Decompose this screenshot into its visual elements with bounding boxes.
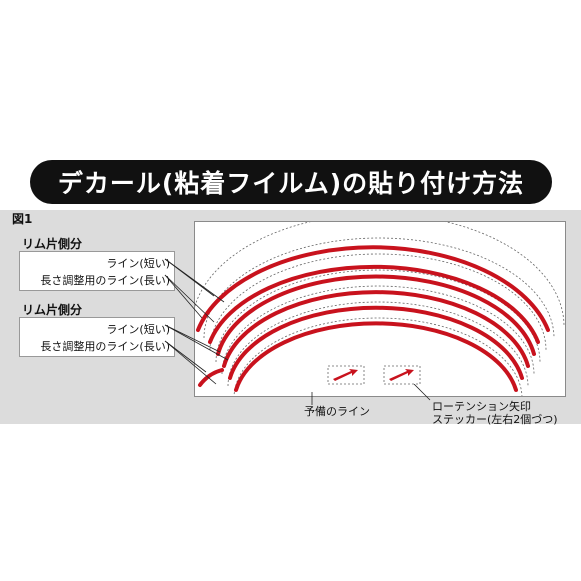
figure-label: 図1	[12, 212, 33, 226]
stripe-5	[228, 305, 524, 380]
arrow-icon	[333, 369, 414, 381]
stripe-6	[234, 321, 518, 392]
cut-guides	[195, 222, 565, 396]
stripe-lines	[196, 245, 550, 392]
long-line-label-1: 長さ調整用のライン(長い)	[40, 274, 170, 287]
label-box-2: ライン(短い) 長さ調整用のライン(長い)	[19, 317, 175, 357]
stripe-3	[216, 274, 536, 356]
short-line-label-2: ライン(短い)	[106, 323, 170, 336]
title-banner: デカール(粘着フイルム)の貼り付け方法	[30, 160, 552, 204]
label-box-1: ライン(短い) 長さ調整用のライン(長い)	[19, 251, 175, 291]
group-title-2: リム片側分	[22, 303, 83, 317]
page-title: デカール(粘着フイルム)の貼り付け方法	[57, 169, 525, 198]
arrow-stickers	[327, 365, 421, 385]
stripe-2	[208, 264, 540, 344]
sticker-label-line1: ローテンション矢印	[432, 400, 531, 413]
sticker-label-line2: ステッカー(左右2個づつ)	[432, 413, 558, 426]
long-line-label-2: 長さ調整用のライン(長い)	[40, 340, 170, 353]
short-line-label-1: ライン(短い)	[106, 257, 170, 270]
stripe-4	[222, 290, 530, 368]
group-title-1: リム片側分	[22, 237, 83, 251]
spare-line-label: 予備のライン	[304, 405, 370, 418]
stripe-1	[196, 245, 550, 332]
stripe-7	[198, 368, 224, 387]
